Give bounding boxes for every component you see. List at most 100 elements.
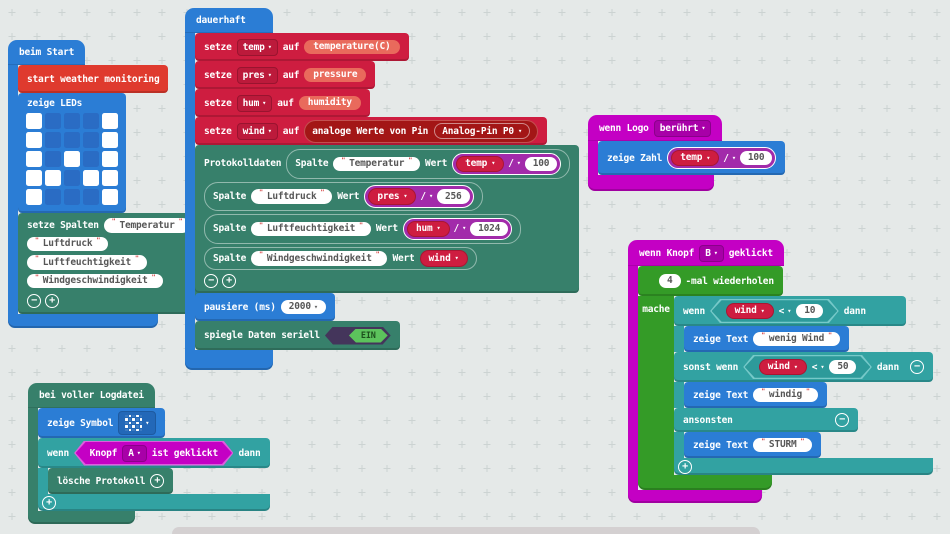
show-text-block-3[interactable]: zeige Text STURM: [684, 432, 822, 458]
var-oval-wind[interactable]: wind: [419, 250, 468, 267]
led-cell[interactable]: [26, 113, 42, 129]
var-oval-temp[interactable]: temp: [671, 149, 720, 167]
set-wind-block[interactable]: setze wind auf analoge Werte von Pin Ana…: [195, 117, 547, 145]
operator-dropdown[interactable]: /: [420, 191, 433, 202]
var-dropdown-temp[interactable]: temp: [236, 38, 278, 56]
log-column-slot-2[interactable]: Spalte Luftfeuchtigkeit Wert hum / 1024: [204, 214, 522, 244]
on-button-b-stack[interactable]: wenn Knopf B geklickt 4 -mal wiederholen…: [628, 240, 933, 503]
log-column-field-1[interactable]: Luftdruck: [251, 189, 333, 204]
set-temp-block[interactable]: setze temp auf temperature(C): [195, 33, 409, 61]
set-hum-block[interactable]: setze hum auf humidity: [195, 89, 370, 117]
if-block[interactable]: wenn Knopf A ist geklickt dann: [38, 438, 270, 511]
led-cell[interactable]: [45, 189, 61, 205]
number-field-100[interactable]: 100: [739, 150, 773, 166]
number-field-50[interactable]: 50: [829, 360, 856, 375]
var-dropdown-hum[interactable]: hum: [236, 94, 273, 112]
var-dropdown-wind[interactable]: wind: [236, 122, 278, 140]
led-cell[interactable]: [45, 113, 61, 129]
repeat-count-field[interactable]: 4: [659, 273, 681, 289]
log-column-slot-3[interactable]: Spalte Windgeschwindigkeit Wert wind: [204, 246, 477, 270]
pause-block[interactable]: pausiere (ms) 2000: [195, 293, 335, 321]
forever-hat[interactable]: dauerhaft: [185, 8, 273, 33]
remove-branch-icon[interactable]: [835, 413, 849, 427]
led-cell[interactable]: [102, 170, 118, 186]
remove-branch-icon[interactable]: [909, 360, 924, 374]
column-field-3[interactable]: Windgeschwindigkeit: [27, 273, 164, 288]
column-field-0[interactable]: Temperatur: [103, 218, 191, 233]
operator-dropdown[interactable]: /: [723, 153, 736, 164]
show-text-block-1[interactable]: zeige Text wenig Wind: [684, 326, 849, 352]
comparison-dropdown[interactable]: <: [779, 306, 792, 317]
forever-stack[interactable]: dauerhaft setze temp auf temperature(C) …: [185, 8, 580, 370]
start-weather-monitoring-block[interactable]: start weather monitoring: [18, 65, 169, 93]
led-cell[interactable]: [83, 113, 99, 129]
led-cell[interactable]: [102, 151, 118, 167]
set-columns-block[interactable]: setze Spalten Temperatur Luftdruck Luftf…: [18, 213, 200, 314]
number-field-10[interactable]: 10: [796, 304, 823, 319]
led-cell[interactable]: [83, 151, 99, 167]
led-cell[interactable]: [64, 170, 80, 186]
humidity-reporter[interactable]: humidity: [298, 95, 361, 111]
led-cell[interactable]: [26, 189, 42, 205]
led-cell[interactable]: [102, 132, 118, 148]
var-dropdown-pres[interactable]: pres: [236, 66, 278, 84]
operator-dropdown[interactable]: /: [454, 223, 467, 234]
led-matrix[interactable]: [18, 111, 126, 213]
delete-log-block[interactable]: lösche Protokoll: [48, 468, 174, 494]
on-start-stack[interactable]: beim Start start weather monitoring zeig…: [8, 40, 200, 328]
led-cell[interactable]: [83, 132, 99, 148]
division-block-2[interactable]: hum / 1024: [402, 217, 513, 240]
log-column-field-0[interactable]: Temperatur: [333, 156, 421, 171]
division-block-logo[interactable]: temp / 100: [667, 146, 777, 170]
led-cell[interactable]: [26, 132, 42, 148]
led-cell[interactable]: [45, 151, 61, 167]
log-column-field-3[interactable]: Windgeschwindigkeit: [251, 251, 388, 266]
if-row[interactable]: wenn wind < 10 dann: [674, 296, 906, 326]
var-oval-hum[interactable]: hum: [406, 220, 450, 237]
led-cell[interactable]: [64, 132, 80, 148]
add-branch-icon[interactable]: [42, 495, 56, 510]
number-field-256[interactable]: 256: [436, 189, 470, 204]
log-column-slot-0[interactable]: Spalte Temperatur Wert temp / 100: [286, 149, 571, 179]
show-number-block[interactable]: zeige Zahl temp / 100: [598, 141, 786, 175]
column-field-2[interactable]: Luftfeuchtigkeit: [27, 255, 147, 270]
set-pres-block[interactable]: setze pres auf pressure: [195, 61, 376, 89]
on-log-full-hat[interactable]: bei voller Logdatei: [28, 383, 155, 408]
button-dropdown-a[interactable]: A: [122, 445, 147, 462]
on-off-toggle[interactable]: EIN: [325, 327, 391, 345]
if-row[interactable]: wenn Knopf A ist geklickt dann: [38, 438, 270, 468]
led-cell[interactable]: [64, 151, 80, 167]
pressure-reporter[interactable]: pressure: [304, 67, 367, 83]
led-cell[interactable]: [83, 189, 99, 205]
icon-dropdown[interactable]: [118, 410, 157, 436]
remove-log-column-icon[interactable]: [204, 274, 218, 288]
mirror-serial-block[interactable]: spiegle Daten seriell EIN: [195, 321, 400, 350]
on-log-full-stack[interactable]: bei voller Logdatei zeige Symbol wenn: [28, 383, 270, 524]
led-cell[interactable]: [64, 113, 80, 129]
analog-read-reporter[interactable]: analoge Werte von Pin Analog-Pin P0: [304, 119, 538, 143]
comparison-dropdown[interactable]: <: [812, 362, 825, 373]
led-cell[interactable]: [26, 170, 42, 186]
repeat-header[interactable]: 4 -mal wiederholen: [638, 266, 783, 296]
else-row[interactable]: ansonsten: [674, 408, 858, 432]
log-column-slot-1[interactable]: Spalte Luftdruck Wert pres / 256: [204, 181, 483, 211]
led-cell[interactable]: [45, 170, 61, 186]
logo-event-dropdown[interactable]: berührt: [653, 119, 712, 137]
condition-hexagon[interactable]: wind < 50: [743, 355, 872, 380]
show-text-block-2[interactable]: zeige Text windig: [684, 382, 827, 408]
show-icon-block[interactable]: zeige Symbol: [38, 408, 166, 438]
on-button-hat[interactable]: wenn Knopf B geklickt: [628, 240, 784, 266]
add-log-column-icon[interactable]: [222, 274, 236, 288]
button-pressed-hexagon[interactable]: Knopf A ist geklickt: [74, 441, 233, 466]
var-oval-wind[interactable]: wind: [759, 359, 807, 376]
on-start-hat[interactable]: beim Start: [8, 40, 86, 65]
on-logo-stack[interactable]: wenn Logo berührt zeige Zahl temp / 100: [588, 115, 786, 191]
led-cell[interactable]: [102, 189, 118, 205]
condition-hexagon[interactable]: wind < 10: [710, 299, 839, 324]
var-oval-pres[interactable]: pres: [368, 188, 417, 205]
log-column-field-2[interactable]: Luftfeuchtigkeit: [251, 221, 371, 236]
led-cell[interactable]: [83, 170, 99, 186]
add-branch-icon[interactable]: [678, 459, 692, 474]
remove-column-icon[interactable]: [27, 294, 41, 308]
led-cell[interactable]: [45, 132, 61, 148]
